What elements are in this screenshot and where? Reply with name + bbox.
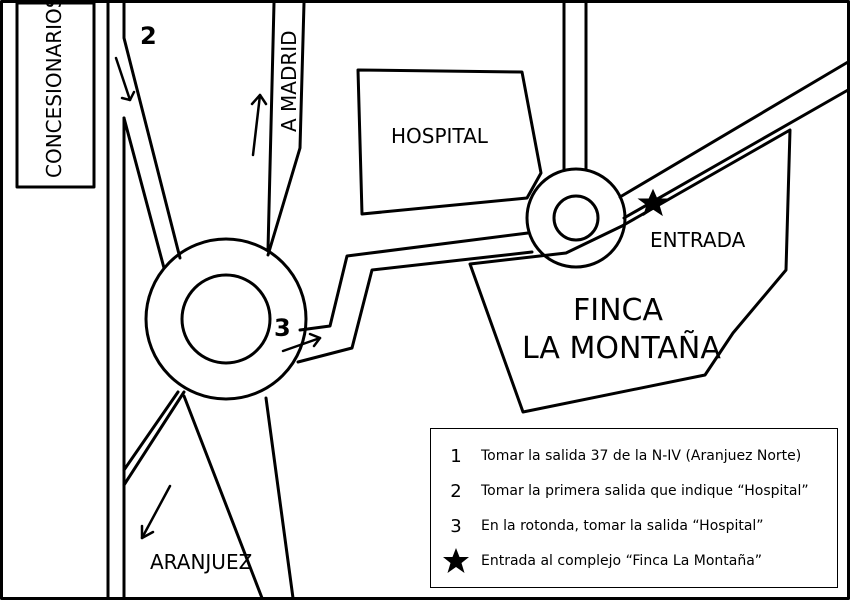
legend-item: 1 Tomar la salida 37 de la N-IV (Aranjue… (431, 441, 801, 471)
legend-text: En la rotonda, tomar la salida “Hospital… (481, 518, 764, 534)
entrada-label: ENTRADA (650, 228, 746, 252)
legend-key: 2 (450, 480, 462, 502)
legend-key: 1 (450, 445, 462, 467)
legend-text: Entrada al complejo “Finca La Montaña” (481, 553, 763, 569)
arrow-2-shaft (114, 56, 132, 102)
concesionarios-label: CONCESIONARIOS (42, 0, 66, 178)
arrow-madrid-shaft (251, 93, 262, 157)
a-madrid-road-edge (266, 1, 306, 257)
hospital-road-edge (298, 231, 530, 332)
finca-block (468, 128, 792, 414)
arrow-aranjuez-shaft (140, 484, 172, 540)
legend-item: 3 En la rotonda, tomar la salida “Hospit… (431, 511, 764, 541)
hospital-block (356, 68, 543, 216)
arrow-3-shaft (281, 336, 322, 353)
finca-label-line2: LA MONTAÑA (522, 331, 721, 366)
east-road-edge (618, 60, 850, 199)
a-madrid-label: A MADRID (277, 30, 301, 132)
east-road-edge (622, 88, 850, 220)
a-madrid-road-edge (266, 1, 276, 252)
concesionarios-block (15, 1, 96, 189)
exit-ramp-edge (122, 116, 166, 270)
aranjuez-label: ARANJUEZ (150, 550, 253, 574)
legend-text: Tomar la salida 37 de la N-IV (Aranjuez … (481, 448, 802, 464)
big-roundabout-island (180, 273, 272, 365)
exit-ramp-edge (122, 1, 182, 260)
legend-star-icon (431, 546, 481, 576)
small-roundabout-island (552, 194, 600, 242)
arrow-aranjuez-head (140, 524, 155, 540)
arrow-3-head (308, 332, 322, 348)
small-roundabout-outer (525, 167, 627, 269)
legend-box: 1 Tomar la salida 37 de la N-IV (Aranjue… (430, 428, 838, 588)
legend-item: Entrada al complejo “Finca La Montaña” (431, 546, 762, 576)
big-roundabout-outer (144, 237, 308, 401)
aranjuez-road-edge (122, 390, 186, 487)
entrance-star-icon (637, 188, 669, 217)
aranjuez-road-edge (264, 396, 295, 600)
legend-key: 3 (450, 515, 462, 537)
aranjuez-road-edge (122, 390, 180, 472)
hospital-road-edge (296, 250, 534, 364)
aranjuez-road-edge (182, 394, 264, 600)
arrow-madrid-head (250, 93, 268, 106)
finca-label-line1: FINCA (573, 293, 664, 328)
hospital-label: HOSPITAL (391, 124, 488, 148)
legend-item: 2 Tomar la primera salida que indique “H… (431, 476, 809, 506)
step-2-marker: 2 (140, 22, 157, 50)
legend-text: Tomar la primera salida que indique “Hos… (481, 483, 809, 499)
arrow-2-head (120, 90, 136, 102)
step-3-marker: 3 (274, 314, 291, 342)
